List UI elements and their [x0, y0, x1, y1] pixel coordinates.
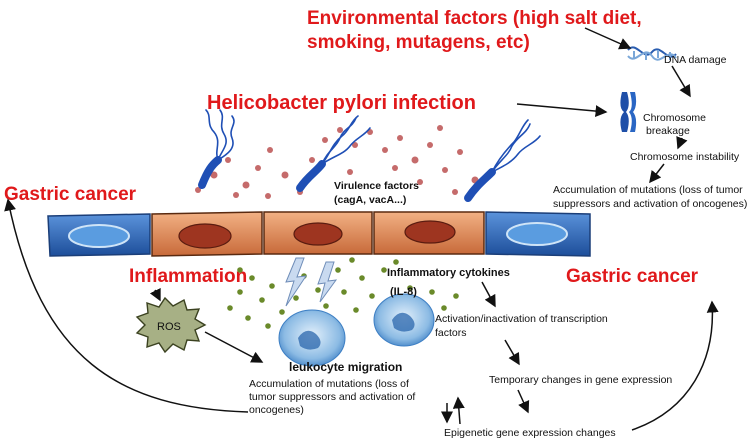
epigenetic-changes-label: Epigenetic gene expression changes [444, 427, 616, 439]
chromosome-breakage-label-line2: breakage [646, 125, 690, 137]
transcription-factors-label: Activation/inactivation of transcription [435, 313, 608, 325]
leukocyte-migration-label: leukocyte migration [289, 360, 402, 374]
transcription-factors-label-line2: factors [435, 327, 467, 339]
bacterium-left-icon [198, 109, 235, 189]
inflammatory-cytokines-label: Inflammatory cytokines [387, 267, 510, 279]
accumulation-mutations-bottom-label: Accumulation of mutations (loss of [249, 378, 409, 390]
temporary-changes-label: Temporary changes in gene expression [489, 374, 672, 386]
arrows [4, 27, 719, 431]
lightning-bolt-icon [285, 257, 338, 307]
accumulation-mutations-right-label-line2: suppressors and activation of oncogenes) [553, 198, 747, 210]
virulence-dots [195, 125, 479, 199]
environmental-factors-title: Environmental factors (high salt diet, [307, 8, 642, 29]
accumulation-mutations-bottom-label-line2: tumor suppressors and activation of [249, 391, 415, 403]
dna-icon [627, 46, 677, 61]
accumulation-mutations-right-label: Accumulation of mutations (loss of tumor [553, 184, 743, 196]
gastric-cancer-right-label: Gastric cancer [566, 266, 699, 287]
epithelial-cell-orange-3 [373, 211, 485, 255]
ros-starburst-icon [135, 296, 207, 354]
ros-label: ROS [157, 321, 181, 333]
accumulation-mutations-bottom-label-line3: oncogenes) [249, 404, 304, 416]
chromosome-breakage-label: Chromosome [643, 112, 706, 124]
epithelial-cell-blue-left [47, 213, 151, 257]
chromosome-icon [620, 92, 637, 132]
gastric-cancer-left-label: Gastric cancer [4, 184, 137, 205]
chromosome-instability-label: Chromosome instability [630, 151, 740, 163]
epithelial-cell-orange-1 [151, 211, 263, 257]
environmental-factors-title-line2: smoking, mutagens, etc) [307, 32, 530, 53]
dna-damage-label: DNA damage [664, 54, 727, 66]
epithelial-cell-orange-2 [263, 211, 373, 255]
virulence-factors-label: Virulence factors [334, 180, 419, 192]
bacterium-middle-icon [296, 115, 371, 192]
epithelial-cell-blue-right [485, 211, 591, 257]
virulence-factors-label-line2: (cagA, vacA...) [334, 194, 406, 206]
inflammation-label: Inflammation [129, 266, 247, 287]
leukocyte-left-icon [278, 309, 346, 367]
leukocyte-right-icon [373, 293, 435, 347]
inflammatory-cytokines-label-line2: (IL-8) [390, 286, 417, 298]
bacterium-right-icon [464, 119, 541, 202]
helicobacter-pylori-title: Helicobacter pylori infection [207, 92, 476, 114]
